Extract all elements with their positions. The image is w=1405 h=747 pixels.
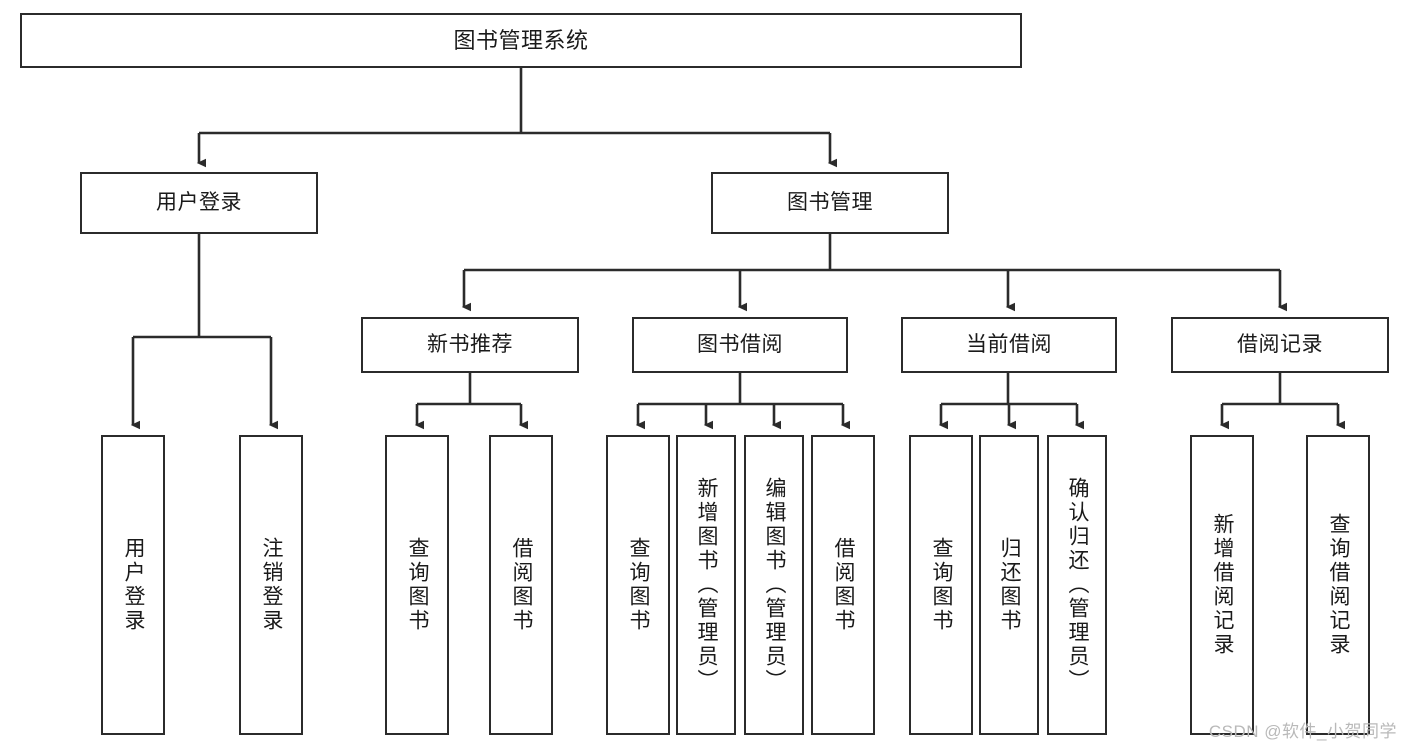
node-label: 归还图书 (998, 537, 1022, 633)
node-book-management[interactable]: 图书管理 (711, 172, 949, 234)
node-book-borrow[interactable]: 图书借阅 (632, 317, 848, 373)
leaf-newbook-query-book[interactable]: 查询图书 (385, 435, 449, 735)
node-label: 新增借阅记录 (1211, 513, 1235, 657)
leaf-record-query-borrow-record[interactable]: 查询借阅记录 (1306, 435, 1370, 735)
node-user-login[interactable]: 用户登录 (80, 172, 318, 234)
node-label: 新增图书（管理员） (695, 477, 719, 693)
node-new-book-recommend[interactable]: 新书推荐 (361, 317, 579, 373)
node-label: 图书借阅 (697, 332, 783, 356)
leaf-current-confirm-return-admin[interactable]: 确认归还（管理员） (1047, 435, 1107, 735)
leaf-current-query-book[interactable]: 查询图书 (909, 435, 973, 735)
node-label: 查询图书 (627, 537, 651, 633)
leaf-borrow-edit-book-admin[interactable]: 编辑图书（管理员） (744, 435, 804, 735)
node-label: 新书推荐 (427, 332, 513, 356)
leaf-logout-login[interactable]: 注销登录 (239, 435, 303, 735)
node-label: 查询图书 (406, 537, 430, 633)
node-label: 图书管理系统 (453, 27, 589, 53)
leaf-borrow-borrow-book[interactable]: 借阅图书 (811, 435, 875, 735)
leaf-newbook-borrow-book[interactable]: 借阅图书 (489, 435, 553, 735)
watermark-text: CSDN @软件_小贺同学 (1208, 722, 1397, 741)
node-label: 当前借阅 (966, 332, 1052, 356)
node-borrow-record[interactable]: 借阅记录 (1171, 317, 1389, 373)
leaf-borrow-query-book[interactable]: 查询图书 (606, 435, 670, 735)
node-label: 用户登录 (156, 190, 242, 214)
node-label: 借阅图书 (832, 537, 856, 633)
node-label: 用户登录 (122, 537, 146, 633)
node-current-borrow[interactable]: 当前借阅 (901, 317, 1117, 373)
node-label: 编辑图书（管理员） (763, 477, 787, 693)
leaf-current-return-book[interactable]: 归还图书 (979, 435, 1039, 735)
leaf-record-add-borrow-record[interactable]: 新增借阅记录 (1190, 435, 1254, 735)
node-label: 注销登录 (260, 537, 284, 633)
node-label: 借阅图书 (510, 537, 534, 633)
node-label: 确认归还（管理员） (1066, 477, 1090, 693)
node-book-management-system[interactable]: 图书管理系统 (20, 13, 1022, 68)
node-label: 查询借阅记录 (1327, 513, 1351, 657)
node-label: 图书管理 (787, 190, 873, 214)
node-label: 借阅记录 (1237, 332, 1323, 356)
node-label: 查询图书 (930, 537, 954, 633)
leaf-user-login[interactable]: 用户登录 (101, 435, 165, 735)
leaf-borrow-add-book-admin[interactable]: 新增图书（管理员） (676, 435, 736, 735)
